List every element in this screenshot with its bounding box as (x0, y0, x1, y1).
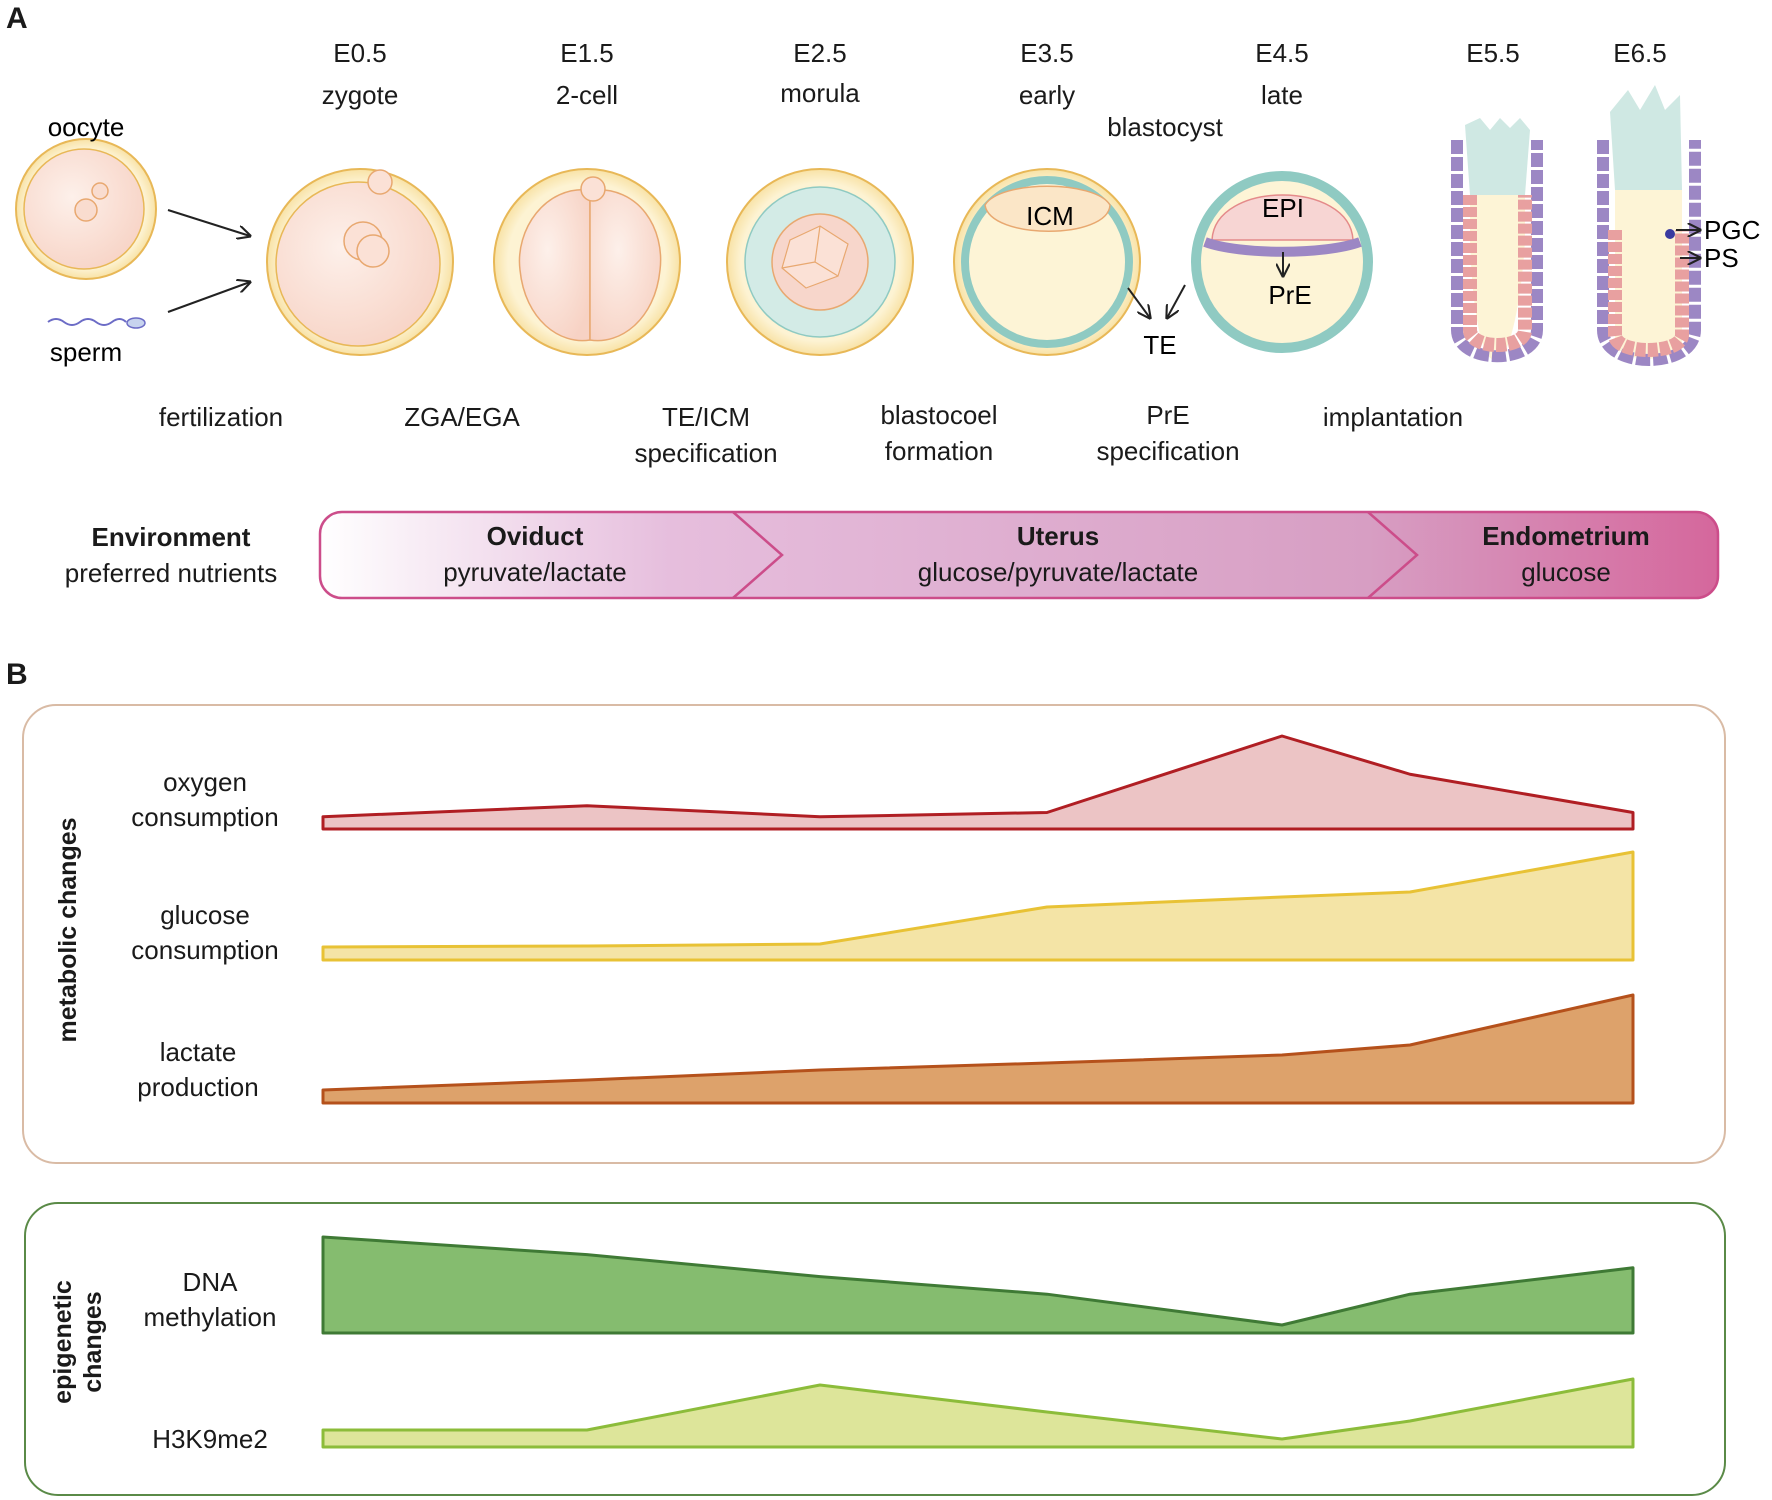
area-oxygen-consumption (321, 734, 1635, 831)
environment-title: Environment (91, 522, 251, 552)
env-oviduct-nutrients: pyruvate/lactate (443, 557, 627, 587)
stage-time-e6-5: E6.5 (1613, 38, 1667, 68)
event-fertilization: fertilization (158, 402, 284, 432)
e6-5-egg-cylinder-illustration (1597, 85, 1701, 366)
embryo-illustrations: oocyte sperm ICM (15, 85, 1760, 367)
stage-time-e1-5: E1.5 (560, 38, 614, 68)
stage-name-morula: morula (780, 78, 860, 108)
lactate-label-line2: production (137, 1072, 259, 1102)
stage-name-early: early (1018, 80, 1076, 110)
early-blastocyst-illustration (953, 168, 1141, 356)
area-lactate-production (321, 993, 1635, 1105)
event-te-icm-line2: specification (634, 438, 778, 468)
stage-time-e3-5: E3.5 (1020, 38, 1074, 68)
env-uterus-name: Uterus (1016, 521, 1100, 551)
event-pre-line2: specification (1096, 436, 1240, 466)
stage-name-2-cell: 2-cell (555, 80, 619, 110)
dna-label-line2: methylation (143, 1302, 277, 1332)
event-blastocoel-line1: blastocoel (880, 400, 998, 430)
event-blastocoel-line2: formation (884, 436, 994, 466)
zygote-illustration (266, 168, 454, 356)
epi-label: EPI (1262, 193, 1304, 223)
area-dna-methylation (321, 1235, 1635, 1335)
stage-name-zygote: zygote (321, 80, 399, 110)
oxygen-label-line2: consumption (131, 802, 279, 832)
panel-label-b: B (6, 658, 28, 691)
h3k9me2-label: H3K9me2 (152, 1424, 268, 1454)
glucose-label-line2: consumption (131, 935, 279, 965)
metabolic-changes-box (22, 704, 1726, 1164)
panel-label-a: A (6, 2, 28, 35)
area-glucose-consumption (321, 850, 1635, 962)
env-endometrium-nutrients: glucose (1521, 557, 1611, 587)
stage-time-e4-5: E4.5 (1255, 38, 1309, 68)
blastocyst-label: blastocyst (1107, 112, 1223, 142)
stage-time-e5-5: E5.5 (1466, 38, 1520, 68)
stage-time-e2-5: E2.5 (793, 38, 847, 68)
glucose-label-line1: glucose (160, 900, 250, 930)
event-implantation: implantation (1322, 402, 1464, 432)
dna-label-line1: DNA (182, 1267, 238, 1297)
morula-illustration (726, 168, 914, 356)
stage-name-late: late (1261, 80, 1303, 110)
event-pre-line1: PrE (1146, 400, 1190, 430)
lactate-label-line1: lactate (159, 1037, 237, 1067)
sperm-icon (47, 317, 146, 329)
e5-5-egg-cylinder-illustration (1451, 118, 1543, 363)
sperm-label: sperm (50, 337, 122, 367)
icm-label: ICM (1026, 201, 1074, 231)
environment-subtitle: preferred nutrients (64, 558, 278, 588)
area-h3k9me2 (321, 1377, 1635, 1449)
stage-time-e0-5: E0.5 (333, 38, 387, 68)
oocyte-label: oocyte (48, 112, 125, 142)
two-cell-illustration (493, 168, 681, 356)
environment-bar (318, 510, 1720, 600)
env-uterus-nutrients: glucose/pyruvate/lactate (917, 557, 1199, 587)
pgc-label: PGC (1704, 215, 1760, 245)
env-oviduct-name: Oviduct (486, 521, 584, 551)
env-endometrium-name: Endometrium (1482, 521, 1650, 551)
oocyte-illustration (15, 138, 157, 280)
oxygen-label-line1: oxygen (163, 767, 247, 797)
event-zga-ega: ZGA/EGA (404, 402, 520, 432)
epigenetic-changes-box (24, 1202, 1726, 1496)
event-te-icm-line1: TE/ICM (661, 402, 751, 432)
ps-label: PS (1704, 243, 1739, 273)
pre-label: PrE (1268, 280, 1311, 310)
te-label: TE (1143, 330, 1176, 360)
